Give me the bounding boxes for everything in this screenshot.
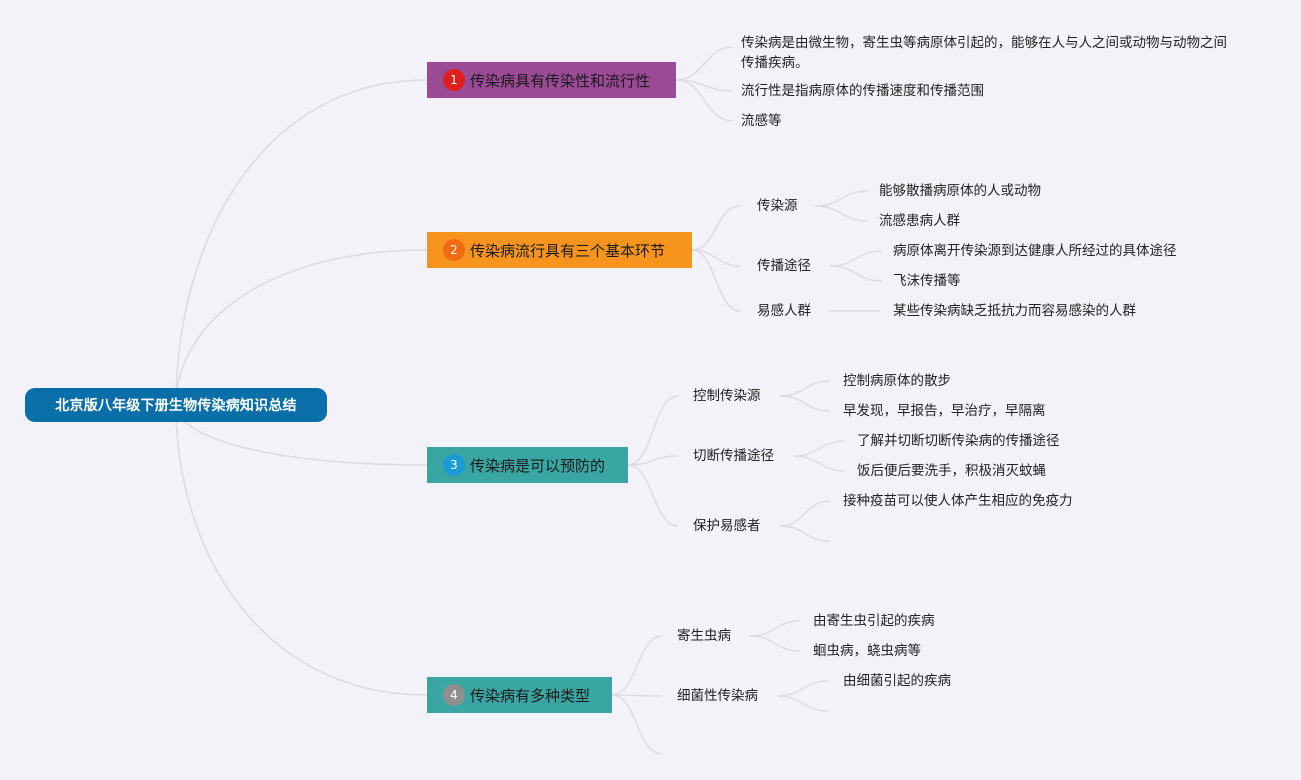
sub-2-1[interactable]: 传染源 [757, 198, 798, 214]
link-sub41-leaf2 [749, 635, 801, 652]
leaf-2-2-2[interactable]: 飞沫传播等 [893, 273, 961, 289]
number-badge-4: 4 [443, 684, 465, 706]
leaf-3-2-2[interactable]: 饭后便后要洗手，积极消灭蚊蝇 [857, 463, 1046, 479]
leaf-4-1-1[interactable]: 由寄生虫引起的疾病 [813, 613, 935, 629]
link-root-topic-2 [175, 249, 428, 406]
link-topic4-sub3 [611, 694, 663, 755]
link-topic4-sub2 [611, 694, 663, 697]
sub-3-2[interactable]: 切断传播途径 [693, 448, 774, 464]
leaf-3-1-1[interactable]: 控制病原体的散步 [843, 373, 951, 389]
link-sub22-leaf1 [829, 250, 883, 267]
leaf-1-3[interactable]: 流感等 [741, 113, 782, 129]
link-sub42-leaf2 [777, 695, 829, 712]
topic-2-node[interactable]: 2 传染病流行具有三个基本环节 [427, 232, 692, 268]
number-badge-3: 3 [443, 454, 465, 476]
topic-2-label: 传染病流行具有三个基本环节 [470, 241, 666, 260]
link-sub21-leaf2 [814, 205, 869, 222]
sub-2-3[interactable]: 易感人群 [757, 303, 811, 319]
link-root-topic-1 [175, 79, 428, 406]
sub-4-2[interactable]: 细菌性传染病 [677, 688, 758, 704]
link-sub31-leaf2 [779, 395, 831, 412]
link-topic1-leaf3 [675, 79, 734, 122]
leaf-2-1-2[interactable]: 流感患病人群 [879, 213, 960, 229]
sub-3-1[interactable]: 控制传染源 [693, 388, 761, 404]
leaf-2-2-1[interactable]: 病原体离开传染源到达健康人所经过的具体途径 [893, 243, 1177, 259]
link-topic2-sub1 [691, 205, 741, 251]
number-badge-1: 1 [443, 69, 465, 91]
leaf-4-1-2[interactable]: 蛔虫病，蛲虫病等 [813, 643, 921, 659]
root-node[interactable]: 北京版八年级下册生物传染病知识总结 [25, 388, 327, 422]
link-sub32-leaf2 [793, 455, 846, 472]
sub-2-2[interactable]: 传播途径 [757, 258, 811, 274]
link-sub33-leaf2 [779, 525, 831, 542]
leaf-4-2-1[interactable]: 由细菌引起的疾病 [843, 673, 951, 689]
topic-1-node[interactable]: 1 传染病具有传染性和流行性 [427, 62, 676, 98]
link-topic3-sub3 [627, 464, 679, 527]
leaf-2-3-1[interactable]: 某些传染病缺乏抵抗力而容易感染的人群 [893, 303, 1136, 319]
link-sub33-leaf1 [779, 500, 831, 527]
topic-4-label: 传染病有多种类型 [470, 686, 591, 705]
leaf-3-1-2[interactable]: 早发现，早报告，早治疗，早隔离 [843, 403, 1046, 419]
leaf-1-1[interactable]: 传染病是由微生物，寄生虫等病原体引起的，能够在人与人之间或动物与动物之间传播疾病… [741, 35, 1227, 71]
link-sub41-leaf1 [749, 620, 801, 637]
sub-4-1[interactable]: 寄生虫病 [677, 628, 731, 644]
link-root-topic-4 [175, 404, 428, 696]
link-topic3-sub2 [627, 455, 679, 466]
link-sub32-leaf1 [793, 440, 846, 457]
topic-4-node[interactable]: 4 传染病有多种类型 [427, 677, 612, 713]
leaf-1-2[interactable]: 流行性是指病原体的传播速度和传播范围 [741, 83, 984, 99]
link-sub42-leaf1 [777, 680, 829, 697]
link-topic1-leaf1 [675, 46, 734, 81]
topic-3-node[interactable]: 3 传染病是可以预防的 [427, 447, 628, 483]
link-sub21-leaf1 [814, 190, 869, 207]
link-topic4-sub1 [611, 635, 663, 696]
sub-3-3[interactable]: 保护易感者 [693, 518, 761, 534]
leaf-3-3-1[interactable]: 接种疫苗可以使人体产生相应的免疫力 [843, 493, 1073, 509]
topic-1-label: 传染病具有传染性和流行性 [470, 71, 651, 90]
link-topic2-sub3 [691, 249, 741, 312]
link-sub22-leaf2 [829, 265, 883, 282]
link-sub31-leaf1 [779, 380, 831, 397]
leaf-3-2-1[interactable]: 了解并切断切断传染病的传播途径 [857, 433, 1060, 449]
number-badge-2: 2 [443, 239, 465, 261]
link-topic3-sub1 [627, 395, 679, 466]
topic-3-label: 传染病是可以预防的 [470, 456, 606, 475]
leaf-2-1-1[interactable]: 能够散播病原体的人或动物 [879, 183, 1041, 199]
